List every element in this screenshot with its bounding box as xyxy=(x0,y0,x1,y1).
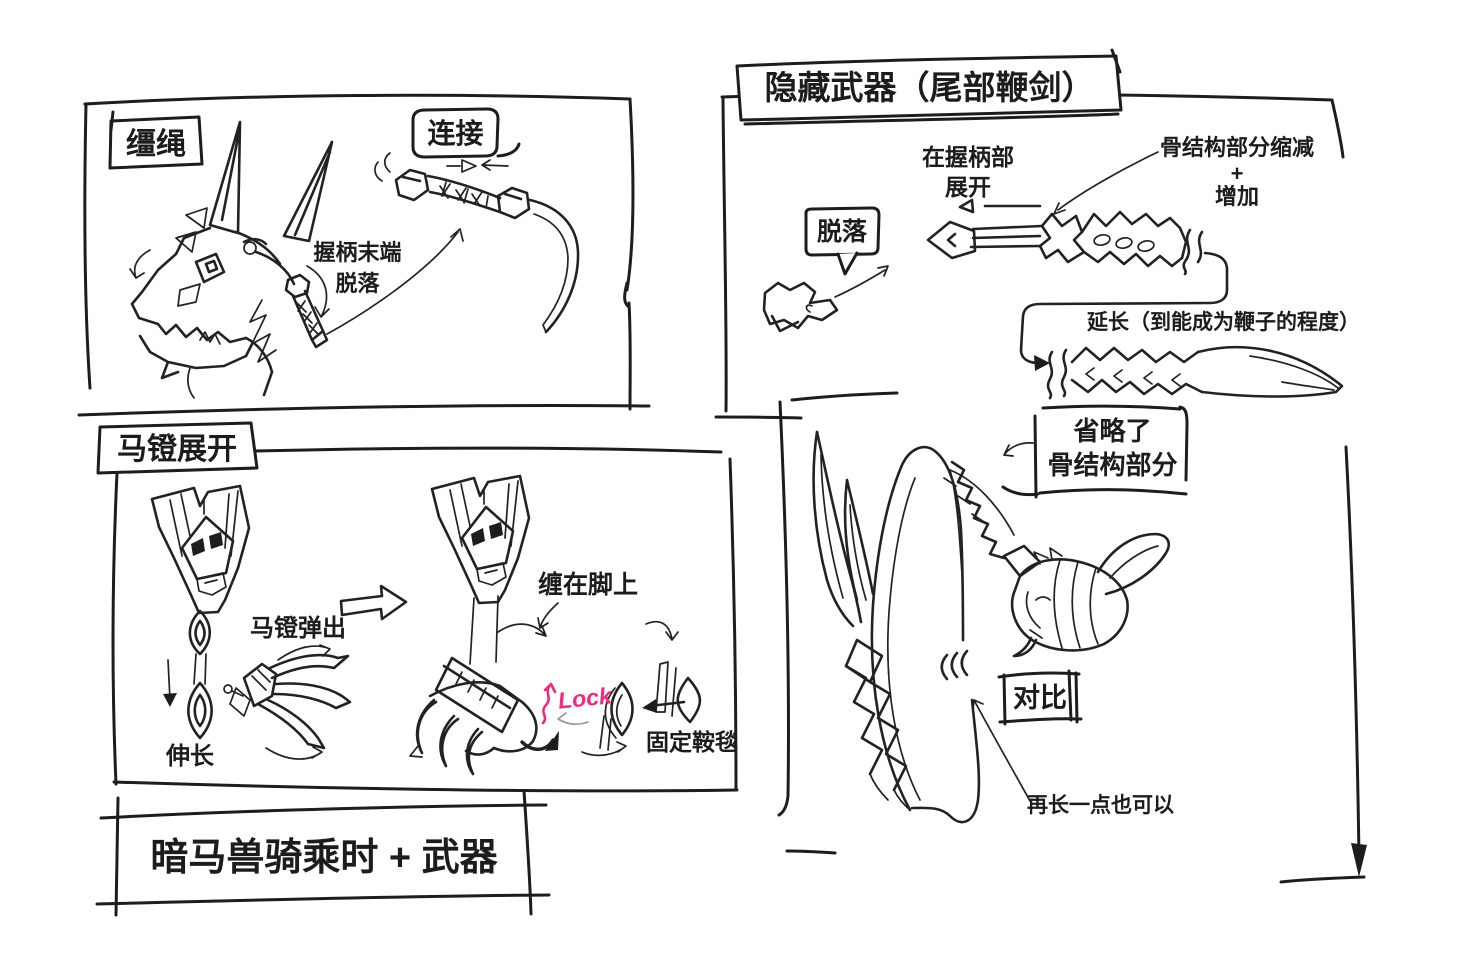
bone-note-line1: 骨结构部分缩减 xyxy=(1159,135,1314,160)
omit-note-arrow xyxy=(1003,442,1034,457)
omit-note-box xyxy=(1001,404,1189,499)
detached-piece-sketch xyxy=(762,281,839,333)
rein-grip-sketch xyxy=(242,237,329,349)
omit-note-line2: 骨结构部分 xyxy=(1047,450,1178,480)
bone-note-arrow xyxy=(1053,151,1159,215)
lock-scribble-icon xyxy=(541,682,557,725)
detach-bubble-label: 脱落 xyxy=(816,218,867,246)
saddle-clip-left-sketch xyxy=(599,681,634,751)
grip-detach-arrow xyxy=(306,265,330,318)
wrap-foot-note: 缠在脚上 xyxy=(538,571,639,599)
stirrup-label: 马镫展开 xyxy=(117,433,237,466)
detach-bubble xyxy=(804,206,881,276)
stirrup-label-box xyxy=(96,421,259,475)
connect-arrows-icon xyxy=(446,159,509,173)
detach-arrow xyxy=(834,265,889,298)
extend-down-arrow xyxy=(163,659,177,707)
comparison-panel-frame xyxy=(777,391,1367,884)
handle-detach-note-line2: 脱落 xyxy=(335,271,380,296)
whip-extended-sketch xyxy=(1046,345,1344,400)
rider-banner-box xyxy=(95,789,551,917)
rope-connector-sketch xyxy=(374,152,580,334)
wrap-arrows xyxy=(497,602,559,751)
tail-sword-sketch xyxy=(926,210,1204,276)
deploy-note-line2: 展开 xyxy=(945,174,991,200)
handle-detach-note-line1: 握柄末端 xyxy=(313,240,402,265)
reins-panel-frame xyxy=(77,93,651,417)
reins-label-box xyxy=(108,110,204,170)
deploy-arrow xyxy=(958,198,1042,214)
compare-label-box xyxy=(997,669,1083,726)
stirrup-eject-note: 马镫弹出 xyxy=(250,615,346,642)
stirrup-shield-deployed-sketch xyxy=(430,474,531,665)
reins-label: 缰绳 xyxy=(126,128,186,161)
bone-note-line3: 增加 xyxy=(1214,184,1259,209)
lock-pointer-arrow xyxy=(557,712,589,725)
stirrup-shield-closed-sketch xyxy=(150,484,251,740)
rider-banner-title: 暗马兽骑乘时 + 武器 xyxy=(150,837,498,879)
compare-label: 对比 xyxy=(1013,683,1067,713)
extend-connector-arrow xyxy=(1019,251,1229,371)
hidden-weapon-title-banner xyxy=(735,48,1123,126)
scorpion-tail-sketch xyxy=(1010,532,1170,658)
stirrup-panel-frame xyxy=(111,446,739,793)
bone-note-line2: + xyxy=(1230,161,1244,186)
grip-to-connector-arrow xyxy=(326,228,464,335)
saddle-clip-right-sketch xyxy=(655,661,702,724)
stirrup-claw-eject-sketch xyxy=(223,653,352,750)
longer-note: 再长一点也可以 xyxy=(1027,794,1174,817)
transition-block-arrow-icon xyxy=(339,584,408,621)
fix-blanket-note: 固定鞍毯 xyxy=(646,729,738,755)
eject-arrows xyxy=(265,644,331,760)
omit-note-line1: 省略了 xyxy=(1073,416,1152,446)
connect-label-box xyxy=(411,107,521,159)
dragon-side-arrow xyxy=(129,249,151,279)
foot-wrap-sketch xyxy=(409,656,538,776)
longer-note-arrow xyxy=(972,699,1031,802)
connect-label: 连接 xyxy=(427,118,484,149)
hidden-weapon-title: 隐藏武器（尾部鞭剑） xyxy=(764,69,1095,106)
clip-join-arrow xyxy=(581,620,686,757)
dragon-head-sketch xyxy=(130,120,334,399)
extend-note: 延长（到能成为鞭子的程度） xyxy=(1087,311,1360,334)
stirrup-extend-note: 伸长 xyxy=(166,743,214,770)
deploy-note-line1: 在握柄部 xyxy=(922,144,1014,170)
